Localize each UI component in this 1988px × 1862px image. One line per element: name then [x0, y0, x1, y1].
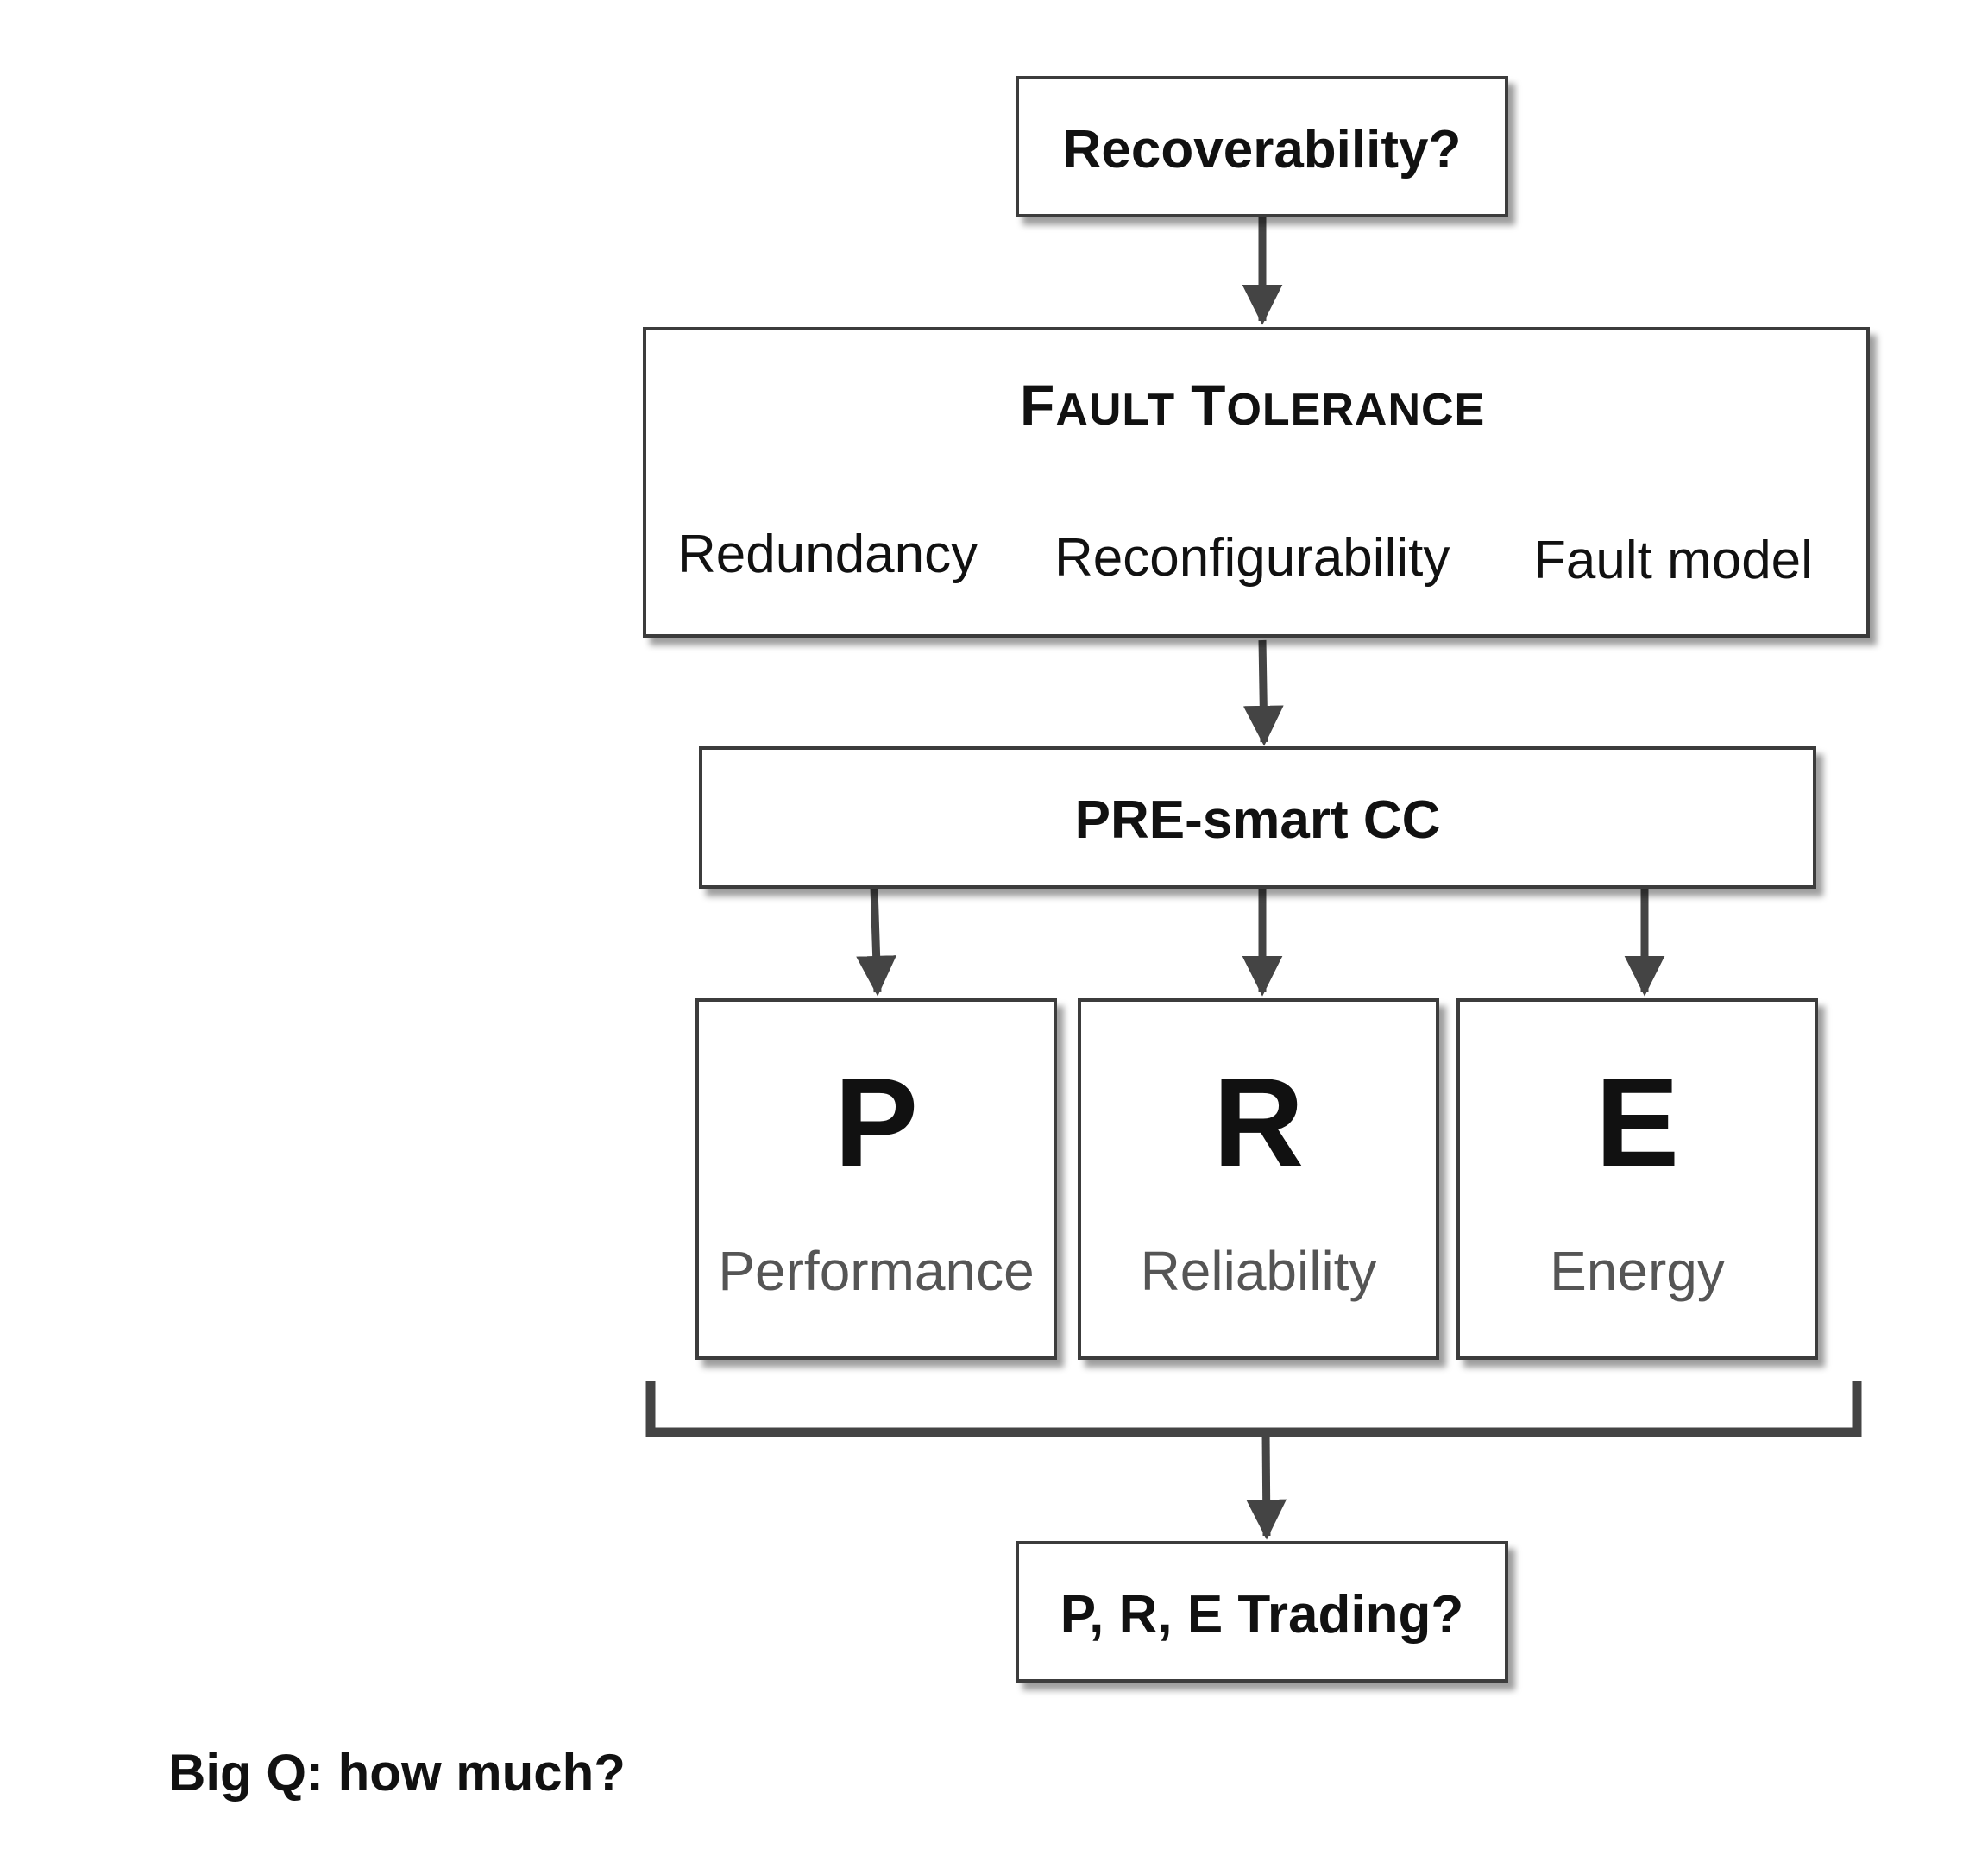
pre-smart-cc-label: PRE-smart CC	[1074, 790, 1441, 850]
bracket	[645, 1381, 1862, 1437]
energy-label: Energy	[1550, 1240, 1725, 1302]
arrow-fault-tolerance-to-pre-smart-cc	[1242, 639, 1284, 746]
reliability-label: Reliability	[1140, 1240, 1377, 1302]
recoverability-node: Recoverability?	[1016, 76, 1508, 217]
footnote: Big Q: how much?	[168, 1744, 626, 1802]
reliability-node: R Reliability	[1078, 998, 1439, 1360]
arrow-bracket-to-trading	[1246, 1431, 1287, 1540]
performance-label: Performance	[718, 1240, 1035, 1302]
recoverability-label: Recoverability?	[1062, 120, 1462, 179]
energy-node: E Energy	[1456, 998, 1818, 1360]
energy-letter: E	[1595, 1052, 1680, 1192]
reconfigurability-label: Reconfigurability	[1054, 528, 1450, 588]
performance-letter: P	[834, 1052, 919, 1192]
fault-model-label: Fault model	[1533, 531, 1813, 590]
performance-node: P Performance	[695, 998, 1057, 1360]
pre-smart-cc-node: PRE-smart CC	[699, 746, 1816, 889]
redundancy-label: Redundancy	[677, 525, 978, 584]
trading-node: P, R, E Trading?	[1016, 1541, 1508, 1683]
reliability-letter: R	[1212, 1052, 1305, 1192]
trading-label: P, R, E Trading?	[1060, 1585, 1464, 1645]
arrow-to-performance	[856, 886, 897, 997]
